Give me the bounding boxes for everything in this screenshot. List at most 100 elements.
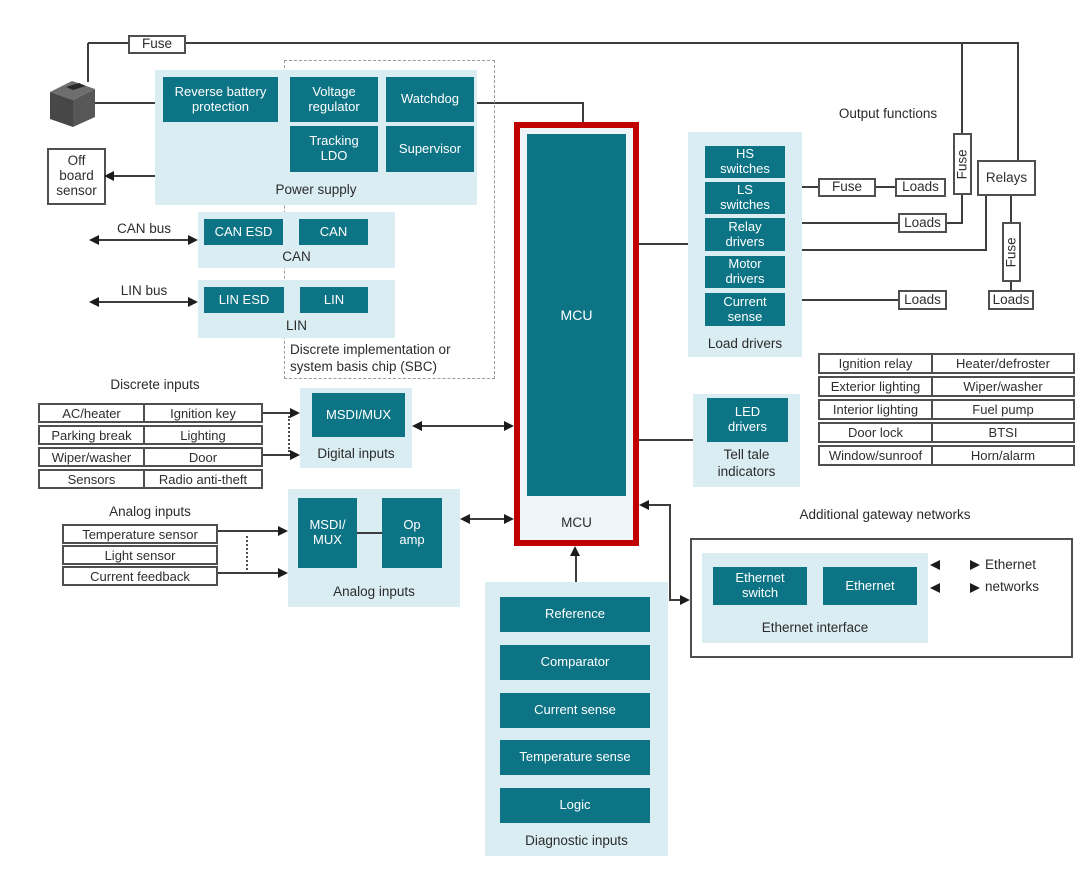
- mcu-group: MCU MCU: [514, 122, 639, 546]
- off-board-sensor-box: Off board sensor: [47, 148, 106, 205]
- wire-mcu-loaddrivers: [639, 243, 688, 245]
- digital-inputs-label: Digital inputs: [317, 446, 395, 461]
- lin-esd-block: LIN ESD: [204, 287, 284, 313]
- op-amp-block: Op amp: [382, 498, 442, 568]
- msdi-mux-block: MSDI/MUX: [312, 393, 405, 437]
- logic-block: Logic: [500, 788, 650, 823]
- analog-source-row: Light sensor: [62, 545, 218, 565]
- loads-label: Loads: [904, 291, 941, 307]
- led-drivers-group: LED drivers Tell tale indicators: [693, 394, 800, 487]
- wire-ld-fuse: [802, 186, 818, 188]
- loads-box-4: Loads: [988, 290, 1034, 310]
- wire-eth-3: [669, 599, 682, 601]
- wire-top-left: [88, 42, 128, 44]
- wire-relays-fusev2: [1010, 196, 1012, 222]
- table-row: Window/sunroof Horn/alarm: [818, 445, 1075, 466]
- arrowhead-discrete-1: [290, 408, 300, 418]
- analog-inputs-group: MSDI/ MUX Op amp Analog inputs: [288, 489, 460, 607]
- fuse-h-box: Fuse: [818, 178, 876, 197]
- table-cell: Ignition key: [143, 403, 263, 423]
- table-cell: Lighting: [143, 425, 263, 445]
- digital-inputs-group: MSDI/MUX Digital inputs: [300, 388, 412, 468]
- table-cell: Interior lighting: [818, 399, 933, 420]
- wire-mcu-led: [639, 439, 693, 441]
- arrowhead-analog-2: [278, 568, 288, 578]
- load-drivers-group: HS switches LS switches Relay drivers Mo…: [688, 132, 802, 357]
- wire-discrete-1: [263, 412, 292, 414]
- wire-top-main: [186, 42, 1019, 44]
- tell-tale-label: Tell tale indicators: [717, 447, 776, 479]
- table-cell: Horn/alarm: [931, 445, 1075, 466]
- wire-watchdog-mcu: [477, 102, 584, 104]
- wire-analog-2: [218, 572, 280, 574]
- arrowhead-digital-mcu: [504, 421, 514, 431]
- sbc-note: Discrete implementation or system basis …: [290, 342, 451, 374]
- arrowhead-ethnet-1l: [930, 560, 940, 570]
- ethernet-phy-block: Ethernet: [823, 567, 917, 605]
- wire-msdi-opamp: [357, 532, 382, 534]
- arrowhead-analog-1: [278, 526, 288, 536]
- ethernet-interface-group: Ethernet switch Ethernet Ethernet interf…: [702, 553, 928, 643]
- wire-top-to-fusev1: [961, 43, 963, 133]
- lin-label: LIN: [285, 318, 307, 333]
- temperature-sense-block: Temperature sense: [500, 740, 650, 775]
- wire-ld-loads3: [802, 299, 898, 301]
- table-cell: Parking break: [38, 425, 145, 445]
- table-cell: Door: [143, 447, 263, 467]
- fuse-v2-box: Fuse: [1002, 222, 1021, 282]
- supervisor-block: Supervisor: [386, 126, 474, 172]
- hs-switches-block: HS switches: [705, 146, 785, 178]
- wire-watchdog-mcu-down: [582, 102, 584, 124]
- arrowhead-diag-mcu: [570, 546, 580, 556]
- arrowhead-eth-gw: [680, 595, 690, 605]
- lin-phy-block: LIN: [300, 287, 368, 313]
- can-phy-block: CAN: [299, 219, 368, 245]
- arrowhead-digital: [412, 421, 422, 431]
- table-cell: Exterior lighting: [818, 376, 933, 397]
- dotted-discrete: [288, 416, 290, 452]
- table-cell: Heater/defroster: [931, 353, 1075, 374]
- table-cell: Window/sunroof: [818, 445, 933, 466]
- voltage-regulator-block: Voltage regulator: [290, 77, 378, 122]
- current-sense-driver-block: Current sense: [705, 293, 785, 326]
- relay-drivers-block: Relay drivers: [705, 218, 785, 251]
- table-cell: Wiper/washer: [38, 447, 145, 467]
- table-row: Door lock BTSI: [818, 422, 1075, 443]
- can-label: CAN: [282, 249, 311, 264]
- table-cell: AC/heater: [38, 403, 145, 423]
- lin-bus-label: LIN bus: [120, 283, 168, 298]
- arrowhead-lin-right: [188, 297, 198, 307]
- gateway-outer-box: Ethernet switch Ethernet Ethernet interf…: [690, 538, 1073, 658]
- wire-ld-loads2: [802, 222, 898, 224]
- wire-battery-up: [87, 43, 89, 82]
- table-cell: Sensors: [38, 469, 145, 489]
- relays-label: Relays: [985, 169, 1028, 185]
- table-row: AC/heater Ignition key: [38, 403, 263, 423]
- arrowhead-discrete-2: [290, 450, 300, 460]
- arrowhead-analogblk: [460, 514, 470, 524]
- arrowhead-ethnet-1r: [970, 560, 980, 570]
- wire-battery-right: [92, 102, 155, 104]
- wire-offboard: [112, 175, 155, 177]
- can-group: CAN ESD CAN CAN: [198, 212, 395, 268]
- arrowhead-eth-mcu: [639, 500, 649, 510]
- table-row: Wiper/washer Door: [38, 447, 263, 467]
- arrowhead-offboard: [104, 171, 114, 181]
- power-supply-label: Power supply: [275, 182, 357, 197]
- loads-label: Loads: [992, 291, 1030, 307]
- comparator-block: Comparator: [500, 645, 650, 680]
- led-drivers-block: LED drivers: [707, 398, 788, 442]
- analog-source-row: Current feedback: [62, 566, 218, 586]
- analog-inputs-label: Analog inputs: [333, 584, 415, 599]
- wire-analog-1: [218, 530, 280, 532]
- table-row: Parking break Lighting: [38, 425, 263, 445]
- table-row: Ignition relay Heater/defroster: [818, 353, 1075, 374]
- can-bus-label: CAN bus: [116, 221, 172, 236]
- reverse-battery-protection-block: Reverse battery protection: [163, 77, 278, 122]
- wire-discrete-2: [263, 454, 292, 456]
- relays-box: Relays: [977, 160, 1036, 196]
- diagnostic-inputs-group: Reference Comparator Current sense Tempe…: [485, 582, 668, 856]
- fuse-v2-label: Fuse: [1003, 236, 1019, 268]
- table-cell: Door lock: [818, 422, 933, 443]
- tracking-ldo-block: Tracking LDO: [290, 126, 378, 172]
